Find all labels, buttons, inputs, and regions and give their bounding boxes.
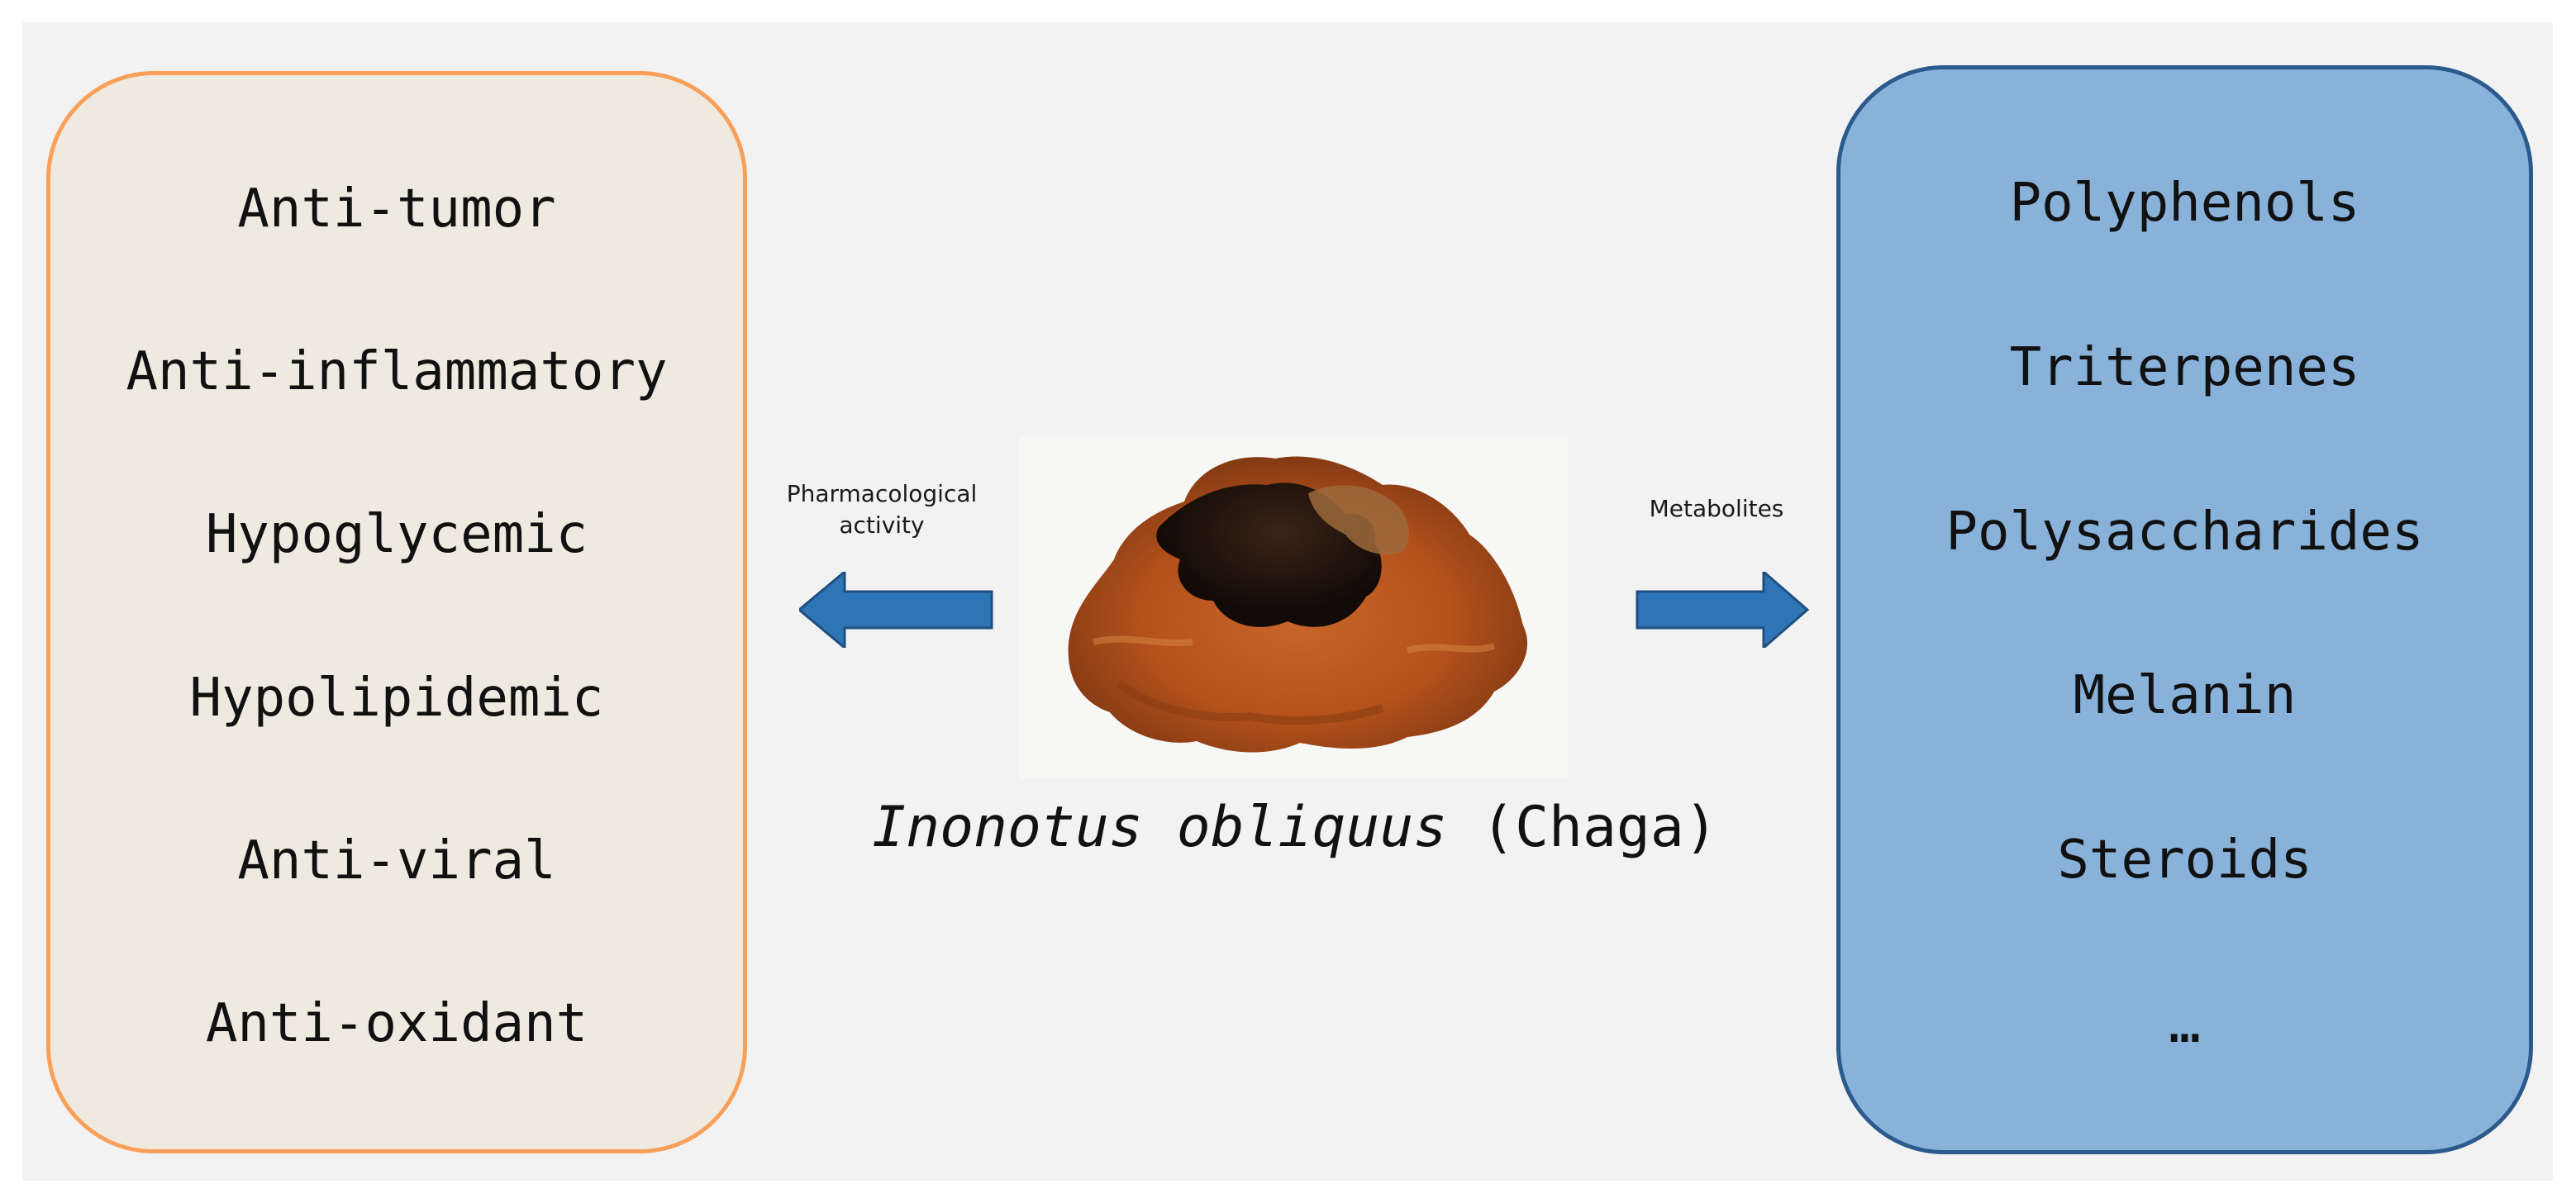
metabolites-panel: Polyphenols Triterpenes Polysaccharides … (1836, 65, 2533, 1154)
metabolite-item: Steroids (2057, 830, 2312, 892)
activity-item: Hypoglycemic (205, 504, 588, 566)
activity-item: Anti-oxidant (205, 992, 588, 1054)
metabolite-item: Triterpenes (2009, 336, 2360, 398)
activity-item: Hypolipidemic (189, 667, 604, 729)
diagram-canvas: Anti-tumor Anti-inflammatory Hypoglycemi… (22, 22, 2553, 1181)
metabolite-item: Melanin (2073, 665, 2297, 727)
species-name: Inonotus obliquus (872, 795, 1448, 860)
activity-item: Anti-inflammatory (126, 341, 668, 403)
label-line: Pharmacological (786, 480, 978, 507)
chaga-photo (1019, 435, 1568, 778)
activity-item: Anti-tumor (237, 178, 556, 240)
metabolite-item: Polysaccharides (1945, 501, 2424, 563)
metabolite-item: … (2169, 993, 2201, 1055)
metabolites-label: Metabolites (1649, 495, 1784, 522)
pharmacological-activity-panel: Anti-tumor Anti-inflammatory Hypoglycemi… (46, 71, 747, 1153)
metabolite-item: Polyphenols (2009, 173, 2360, 234)
label-line: activity (839, 511, 925, 539)
chaga-mushroom-photo-icon (1068, 456, 1528, 753)
species-caption: Inonotus obliquus (Chaga) (816, 795, 1774, 860)
pharmacological-activity-label: Pharmacological activity (758, 478, 1006, 541)
right-arrow-icon (1636, 572, 1809, 648)
common-name: (Chaga) (1481, 795, 1718, 860)
activity-item: Anti-viral (237, 830, 556, 892)
left-arrow-icon (799, 572, 993, 648)
